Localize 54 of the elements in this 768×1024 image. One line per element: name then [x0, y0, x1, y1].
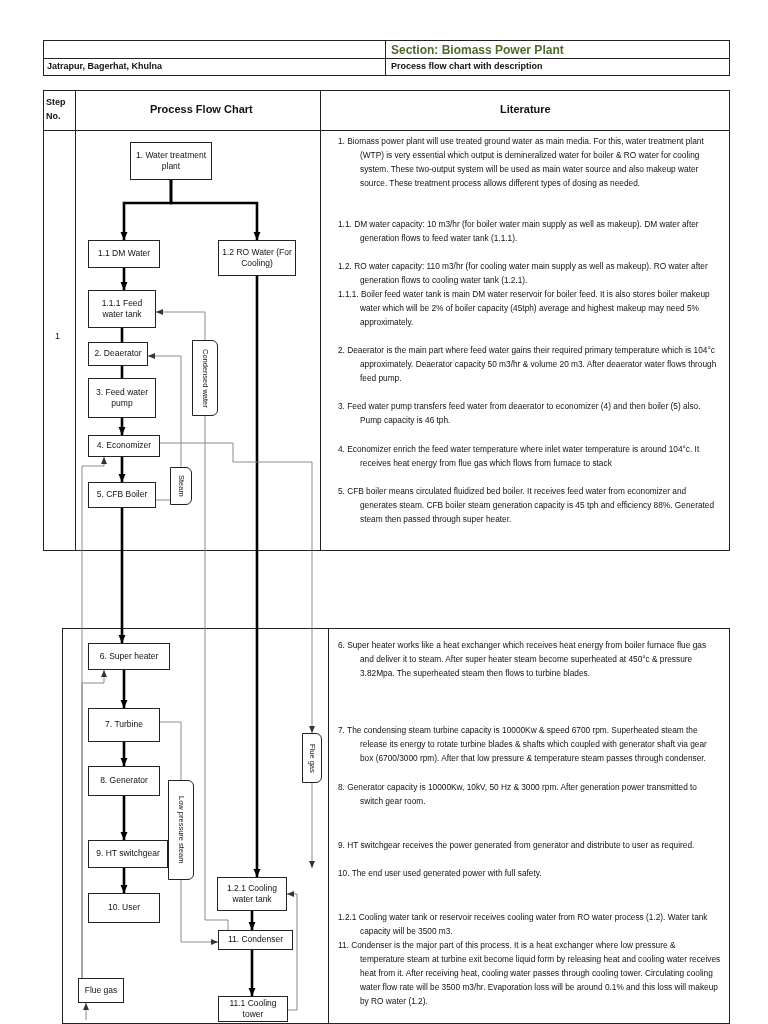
column-header: Step No.: [46, 96, 67, 123]
arrow: [118, 418, 126, 435]
process-box: 8. Generator: [88, 766, 160, 796]
description-paragraph: 9. HT switchgear receives the power generated from generator and distribute to user as required.: [338, 839, 696, 852]
description-paragraph: 11. Condenser is the major part of this process. It is a heat exchanger where low pressure & temperature steam at turbine exit become liquid form by releasing heat and cooling water receives heat from it. After receiving heat, cooling water passes through cooling tower. Circulating cooling water flow rate will be 3500 m3/hr. Evaporation loss will be around 0.1% and this loss will makeup by RO water (1.2).: [338, 939, 722, 1008]
document-subtitle: Process flow chart with description: [391, 61, 543, 71]
process-box: Flue gas: [78, 978, 124, 1003]
arrow: [120, 670, 128, 708]
process-box: 1. Water treatment plant: [130, 142, 212, 180]
connector-line: [204, 415, 229, 931]
arrow: [118, 457, 126, 482]
process-box: 2. Deaerator: [88, 342, 148, 366]
process-box: 1.1 DM Water: [88, 240, 160, 268]
process-box: 1.2 RO Water (For Cooling): [218, 240, 296, 276]
process-box: 4. Economizer: [88, 435, 160, 457]
connector-line: [159, 721, 182, 781]
description-paragraph: 1.1. DM water capacity: 10 m3/hr (for boiler water main supply as well as makeup). DM water after generation flows to feed water tank (1.1.1).: [338, 218, 700, 245]
description-paragraph: 1. Biomass power plant will use treated ground water as main media. For this, water treatment plant (WTP) is very essential which output is demineralized water for boiler & RO water for cooling system. These two-output system will be used as main water source and also makeup water source. These treatment process allows different types of dosing as needed.: [338, 135, 705, 190]
process-box: 6. Super heater: [88, 643, 170, 670]
process-box: 7. Turbine: [88, 708, 160, 742]
description-paragraph: 4. Economizer enrich the feed water temperature where inlet water temperature is around 104°c. It receives heat energy from flue gas which flows from furnace to stack: [338, 443, 701, 470]
arrow: [248, 950, 256, 996]
arrow: [120, 796, 128, 840]
arrow: [120, 268, 128, 290]
process-box: 11. Condenser: [218, 930, 293, 950]
connector-line: [155, 499, 171, 501]
arrow: [118, 508, 126, 643]
column-header: Process Flow Chart: [150, 103, 253, 115]
description-paragraph: 3. Feed water pump transfers feed water from deaerator to economizer (4) and then boiler (5) also. Pump capacity is 46 tph.: [338, 400, 702, 427]
arrow: [248, 911, 256, 930]
description-paragraph: 8. Generator capacity is 10000Kw, 10kV, 50 Hz & 3000 rpm. After generation power transmitted to switch gear room.: [338, 781, 698, 808]
description-paragraph: 5. CFB boiler means circulated fluidized bed boiler. It receives feed water from economizer and generates steam. CFB boiler steam generation capacity is 45 tph and efficiency 88%. Generated steam then passed through super heater.: [338, 485, 716, 526]
address-text: Jatrapur, Bagerhat, Khulna: [47, 61, 163, 71]
arrow: [253, 276, 261, 877]
step-number: 1: [55, 331, 60, 341]
column-header: Literature: [500, 103, 551, 115]
arrow: [169, 180, 261, 240]
process-box: 1.2.1 Cooling water tank: [217, 877, 287, 911]
process-box: 1.1.1 Feed water tank: [88, 290, 156, 328]
process-box: 10. User: [88, 893, 160, 923]
section-heading: Section: Biomass Power Plant: [391, 43, 564, 57]
process-box: 3. Feed water pump: [88, 378, 156, 418]
process-box: 9. HT switchgear: [88, 840, 168, 868]
process-box: 5. CFB Boiler: [88, 482, 156, 508]
description-paragraph: 6. Super heater works like a heat exchanger which receives heat energy from boiler furnace flue gas and deliver it to steam. After super heater steam become superheated at 450°c & pressure 3.82Mpa. The superheated steam then flows to turbine blades.: [338, 639, 708, 680]
description-paragraph: 10. The end user used generated power with full safety.: [338, 867, 543, 880]
arrow: [120, 742, 128, 766]
process-box: 11.1 Cooling tower: [218, 996, 288, 1022]
description-paragraph: 1.2.1 Cooling water tank or reservoir receives cooling water from RO water process (1.2). Water tank capacity will be 3500 m3.: [338, 911, 709, 938]
description-paragraph: 7. The condensing steam turbine capacity is 10000Kw & speed 6700 rpm. Superheated steam the release its energy to rotate turbine blades & shafts which coupled with generator shaft via gear box (6700/3000 rpm). After that low pressure & temperature steam passes through condenser.: [338, 724, 708, 765]
description-paragraph: 1.1.1. Boiler feed water tank is main DM water reservoir for boiler feed. It is also stores boiler makeup water which will be 2% of boiler capacity (45tph) average and highest makeup may need 5% approximately.: [338, 288, 711, 329]
description-paragraph: 1.2. RO water capacity: 110 m3/hr (for cooling water main supply as well as makeup). RO water after generation flows to cooling water tank (1.2.1).: [338, 260, 709, 287]
arrow: [120, 868, 128, 893]
description-paragraph: 2. Deaerator is the main part where feed water gains their required primary temperature which is 104°c approximately. Deaerator capacity 50 m3/hr & volume 20 m3. After deaerator water flows through feed pump.: [338, 344, 718, 385]
